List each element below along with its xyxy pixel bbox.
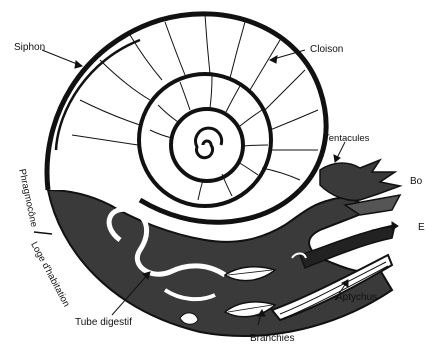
label-cloison: Cloison [310, 44, 343, 55]
tentacles [320, 160, 400, 200]
label-bouche: Bo [410, 176, 422, 187]
label-aptychus: Aptychus [336, 292, 377, 303]
label-tentacules: Tentacules [324, 133, 369, 144]
living-chamber-body [48, 190, 392, 336]
label-entonnoir: E [418, 222, 425, 233]
third-whorl [171, 109, 243, 181]
label-siphon: Siphon [14, 42, 45, 53]
label-branchies: Branchies [250, 333, 294, 344]
label-tube-digestif: Tube digestif [75, 317, 132, 328]
